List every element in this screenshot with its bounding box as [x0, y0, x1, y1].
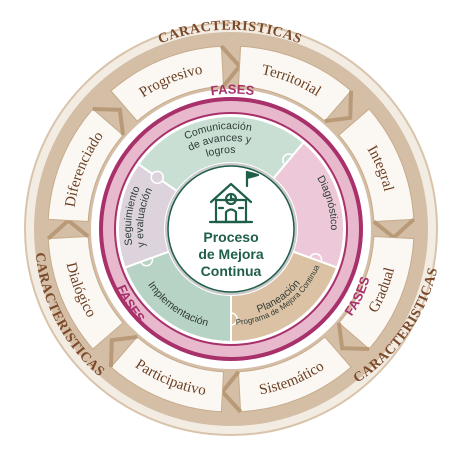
- center-title-line-1: Proceso: [203, 229, 258, 245]
- characteristic-banner: [237, 45, 352, 122]
- characteristic-banner: [47, 108, 124, 223]
- chevron-arrow-icon: [108, 334, 138, 368]
- characteristic-banner: [110, 336, 225, 413]
- characteristic-banner: [47, 235, 124, 350]
- chevron-arrow-icon: [324, 90, 354, 124]
- center-title-line-3: Continua: [201, 263, 262, 279]
- school-building-icon: [208, 170, 260, 224]
- characteristic-banner: [110, 45, 225, 122]
- puzzle-knob: [150, 170, 165, 185]
- characteristic-banner: [338, 235, 415, 350]
- fases-label-top: FASES: [210, 82, 256, 99]
- characteristic-banner: [338, 108, 415, 223]
- phase-label: logros: [204, 144, 235, 160]
- characteristic-banner: [237, 336, 352, 413]
- chevron-arrow-icon: [92, 106, 126, 136]
- center-disc: [167, 165, 295, 293]
- chevron-arrow-icon: [336, 322, 370, 352]
- center-title-line-2: de Mejora: [198, 246, 264, 262]
